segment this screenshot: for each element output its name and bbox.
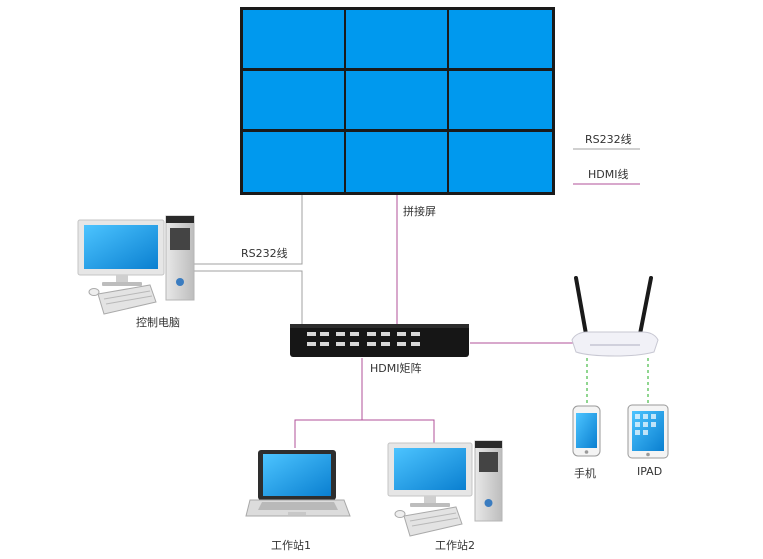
- connections: [194, 195, 649, 448]
- workstation-1: [245, 450, 351, 517]
- ipad: [627, 404, 669, 459]
- control-pc-label: 控制电脑: [136, 316, 180, 329]
- ipad-label: IPAD: [637, 465, 663, 478]
- phone-label: 手机: [574, 467, 596, 480]
- hdmi-matrix: [290, 324, 469, 357]
- video-wall-label: 拼接屏: [403, 205, 436, 218]
- router: [571, 276, 659, 357]
- legend-rs232-label: RS232线: [585, 133, 632, 146]
- control-pc: [77, 215, 195, 315]
- hdmi-to-workstation2: [362, 419, 435, 443]
- phone: [572, 405, 601, 457]
- workstation2-label: 工作站2: [435, 539, 475, 552]
- video-wall: [240, 7, 555, 195]
- rs232-pc-to-matrix: [194, 270, 303, 324]
- workstation-2: [387, 440, 503, 537]
- legend: [573, 148, 640, 185]
- rs232-link-label: RS232线: [241, 247, 288, 260]
- hdmi-matrix-label: HDMI矩阵: [370, 362, 422, 375]
- hdmi-matrix-to-workstations: [294, 358, 363, 448]
- rs232-wall-to-matrix: [194, 195, 303, 265]
- workstation1-label: 工作站1: [271, 539, 311, 552]
- hdmi-ports: [307, 332, 420, 346]
- legend-hdmi-label: HDMI线: [588, 168, 629, 181]
- video-wall-panels: [243, 10, 552, 192]
